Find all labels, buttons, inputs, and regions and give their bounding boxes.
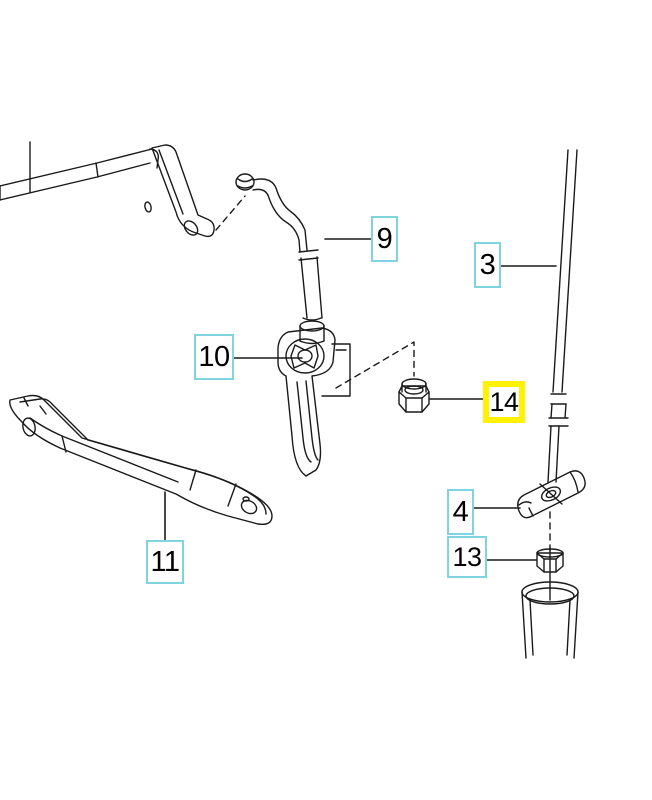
callout-14-highlighted[interactable]: 14: [483, 381, 525, 423]
dashed-link-bracket-rod: [215, 195, 246, 231]
callout-13-label: 13: [452, 541, 482, 572]
leader-lines: [164, 238, 557, 561]
part-9-control-rod: [235, 173, 323, 321]
callout-14-label: 14: [489, 386, 519, 417]
lower-open-tube: [521, 547, 579, 659]
upper-frame-tube: [0, 148, 160, 201]
callout-4-label: 4: [452, 495, 469, 528]
callout-9[interactable]: 9: [371, 216, 398, 262]
part-11-support-bracket: [9, 394, 273, 526]
callout-3[interactable]: 3: [474, 242, 501, 288]
callout-11[interactable]: 11: [146, 540, 184, 584]
callout-11-label: 11: [150, 545, 180, 578]
callout-10-label: 10: [198, 340, 230, 373]
callout-4[interactable]: 4: [447, 489, 474, 535]
callout-9-label: 9: [376, 222, 393, 255]
part-4-swivel-coupler: [517, 470, 586, 519]
part-10-pedal-lever: [277, 320, 351, 477]
callout-10[interactable]: 10: [194, 334, 234, 380]
part-3-long-cable: [547, 149, 578, 483]
upper-bracket-plate: [144, 144, 215, 238]
callout-13[interactable]: 13: [447, 536, 487, 578]
part-14-lock-nut: [398, 378, 430, 413]
callout-3-label: 3: [479, 248, 496, 281]
dashed-link-lever-nut: [335, 341, 415, 389]
